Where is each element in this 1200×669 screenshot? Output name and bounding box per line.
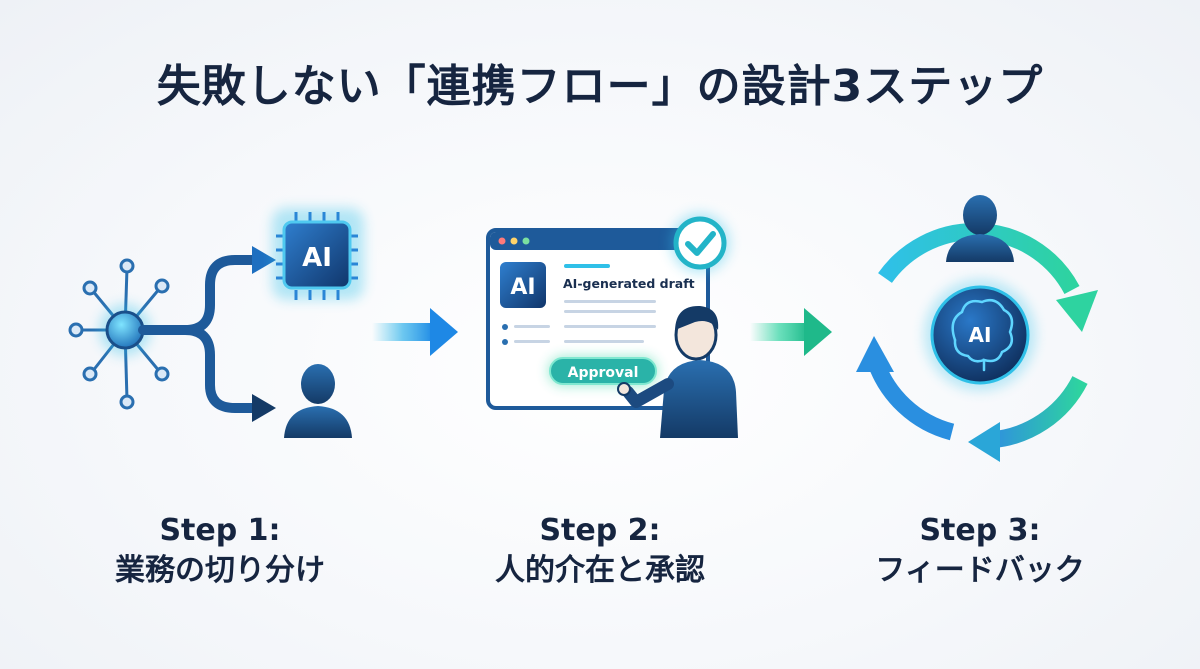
step-number: Step 1: — [159, 513, 281, 548]
branch-arrows — [138, 255, 260, 413]
approval-button[interactable] — [549, 357, 657, 385]
step-2-label: Step 2: 人的介在と承認 — [420, 512, 780, 592]
step-name: 業務の切り分け — [115, 553, 325, 588]
window-dot-icon — [510, 237, 518, 245]
window-dot-icon — [522, 237, 530, 245]
arrow-head-icon — [252, 394, 276, 422]
ai-chip-icon: AI — [272, 208, 364, 300]
window-dot-icon — [498, 237, 506, 245]
step-name: 人的介在と承認 — [495, 553, 705, 588]
step-1-label: Step 1: 業務の切り分け — [40, 512, 400, 592]
draft-text: AI-generated draft — [563, 276, 695, 291]
cycle-arrow-head-icon — [856, 336, 894, 372]
check-badge-icon — [670, 213, 730, 273]
doc-ai-text: AI — [510, 275, 535, 300]
person-icon — [284, 364, 352, 438]
flow-arrow-2 — [750, 308, 832, 356]
hub-node — [105, 310, 145, 350]
brain-outline-icon — [951, 299, 1014, 372]
step2-illustration: AI AI-generated draft Approval — [486, 213, 738, 438]
step3-illustration: AI — [856, 195, 1098, 462]
step-number: Step 3: — [919, 513, 1041, 548]
arrow-head-icon — [252, 246, 276, 274]
ai-chip-text: AI — [302, 243, 332, 273]
flow-arrow-1 — [372, 308, 458, 356]
step1-illustration: AI — [68, 208, 364, 438]
cycle-arrow-head-icon — [1056, 290, 1098, 332]
approval-window: AI AI-generated draft Approval — [486, 228, 710, 410]
step-number: Step 2: — [539, 513, 661, 548]
person-pointing-icon — [617, 305, 738, 438]
brain-ai-text: AI — [969, 323, 992, 347]
approval-text: Approval — [568, 365, 639, 381]
person-icon — [946, 195, 1014, 262]
step-3-label: Step 3: フィードバック — [800, 512, 1160, 592]
doc-ai-icon — [500, 262, 546, 308]
cycle-arrow-head-icon — [968, 422, 1000, 462]
step-name: フィードバック — [875, 553, 1085, 588]
page-title: 失敗しない「連携フロー」の設計3ステップ — [156, 61, 1044, 112]
